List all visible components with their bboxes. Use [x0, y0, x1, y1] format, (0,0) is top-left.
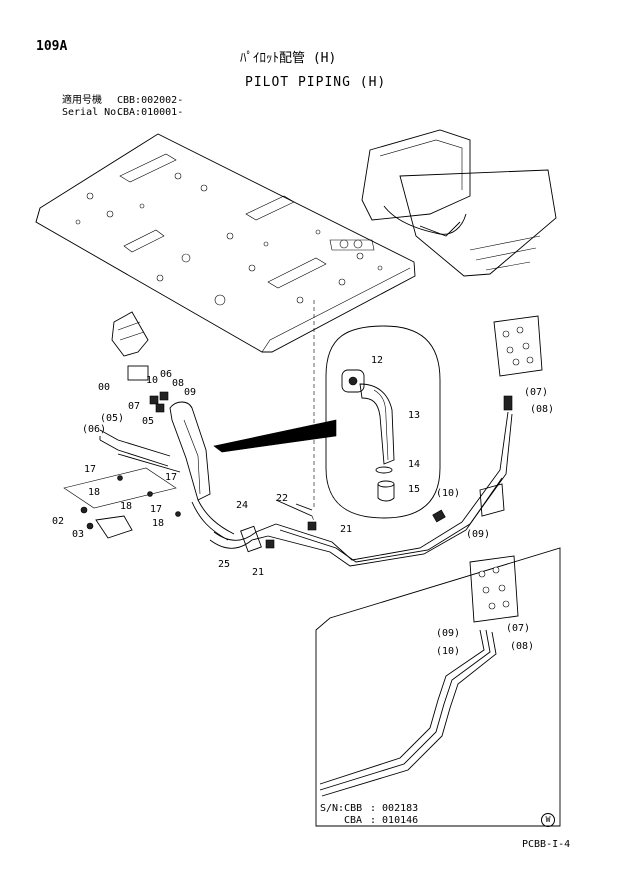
callout-label: 15 — [408, 484, 421, 495]
callout-label: 17 — [150, 504, 163, 515]
callout-label: 21 — [252, 567, 265, 578]
pilot-valve — [111, 311, 169, 413]
inset-box — [315, 547, 561, 827]
bracket-plate — [63, 467, 181, 539]
callout-label: 18 — [152, 518, 165, 529]
callout-label: 09 — [184, 387, 197, 398]
callout-label: 08 — [172, 378, 185, 389]
detail-callout — [213, 325, 441, 519]
callout-label: 00 — [98, 382, 111, 393]
excavator-overview — [361, 129, 557, 277]
serial-value-cba: CBA:010001- — [117, 107, 184, 118]
callout-label: 17 — [84, 464, 97, 475]
callout-label: 05 — [142, 416, 155, 427]
inset-sn-cbb: : 002183 — [370, 803, 419, 814]
footer-code: PCBB-I-4 — [522, 839, 571, 850]
footer-mark: W — [541, 813, 555, 827]
callout-label: (10) — [436, 488, 461, 499]
page-title-jp: ﾊﾟｲﾛｯﾄ配管 (H) — [240, 51, 337, 66]
callout-label: 24 — [236, 500, 249, 511]
callout-label: (08) — [530, 404, 555, 415]
callout-label: 22 — [276, 493, 289, 504]
pilot-hose-assembly — [99, 401, 513, 567]
serial-label-en: Serial No. — [62, 107, 123, 118]
page-title-en: PILOT PIPING (H) — [245, 75, 387, 90]
inset-sn-label: S/N:CBB — [320, 803, 363, 814]
callout-label: 02 — [52, 516, 65, 527]
callout-label: (09) — [466, 529, 491, 540]
inset-callout-label: (07) — [506, 623, 531, 634]
page-number: 109A — [36, 39, 68, 54]
control-valve-top — [493, 315, 543, 411]
callout-label: (07) — [524, 387, 549, 398]
callout-label: 10 — [146, 375, 159, 386]
inset-sn-cba: : 010146 — [370, 815, 419, 826]
inset-callout-label: (09) — [436, 628, 461, 639]
inset-sn-cba-label: CBA — [344, 815, 363, 826]
valve-block-right — [432, 483, 505, 523]
callout-label: 13 — [408, 410, 421, 421]
callout-label: 07 — [128, 401, 141, 412]
callout-label: 18 — [88, 487, 101, 498]
inset-callout-label: (08) — [510, 641, 535, 652]
callout-label: 18 — [120, 501, 133, 512]
callout-label: 14 — [408, 459, 421, 470]
serial-label-jp: 適用号機 — [62, 95, 102, 106]
floor-plate — [35, 133, 416, 353]
callout-label: (06) — [82, 424, 107, 435]
callout-label: 12 — [371, 355, 384, 366]
callout-label: 21 — [340, 524, 353, 535]
callout-label: 17 — [165, 472, 178, 483]
serial-value-cbb: CBB:002002- — [117, 95, 184, 106]
callout-label: (05) — [100, 413, 125, 424]
callout-label: 06 — [160, 369, 173, 380]
callout-label: 25 — [218, 559, 231, 570]
inset-callout-label: (10) — [436, 646, 461, 657]
callout-label: 03 — [72, 529, 85, 540]
